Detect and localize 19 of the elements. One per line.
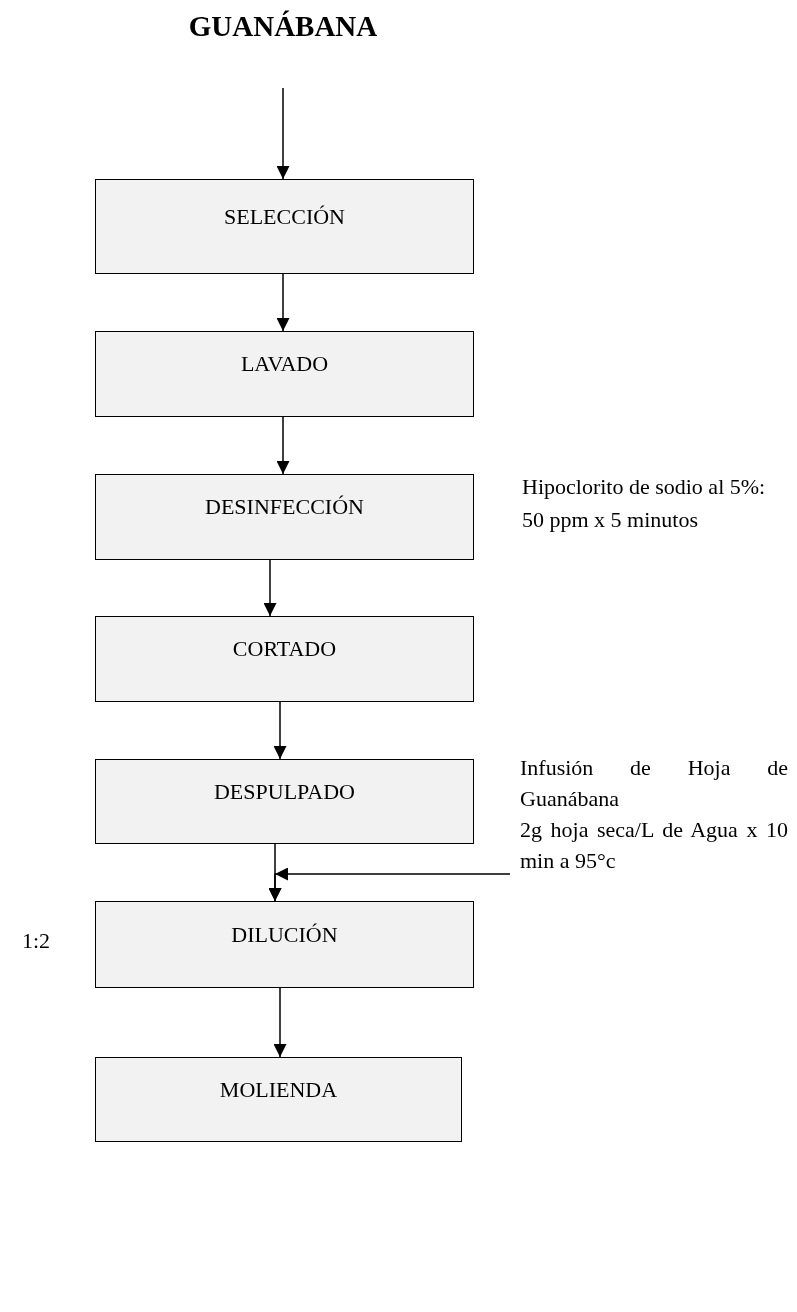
arrow — [273, 987, 287, 1058]
process-box: MOLIENDA — [95, 1057, 462, 1142]
note-text: Infusión de Hoja de Guanábana — [520, 754, 788, 813]
title: GUANÁBANA — [187, 10, 379, 43]
process-box: CORTADO — [95, 616, 474, 702]
note-text: Hipoclorito de sodio al 5%: 50 ppm x 5 minutos — [522, 473, 767, 534]
note-text: 1:2 — [22, 927, 52, 955]
process-box: SELECCIÓN — [95, 179, 474, 274]
arrow — [276, 416, 290, 475]
arrow — [269, 868, 511, 902]
arrow — [276, 273, 290, 332]
arrow — [276, 87, 290, 180]
process-box: DESINFECCIÓN — [95, 474, 474, 560]
process-box: DESPULPADO — [95, 759, 474, 844]
arrow — [273, 701, 287, 760]
note-text: 2g hoja seca/L de Agua x 10 min a 95°c — [520, 816, 788, 875]
process-box: DILUCIÓN — [95, 901, 474, 988]
arrow — [263, 559, 277, 617]
process-box: LAVADO — [95, 331, 474, 417]
